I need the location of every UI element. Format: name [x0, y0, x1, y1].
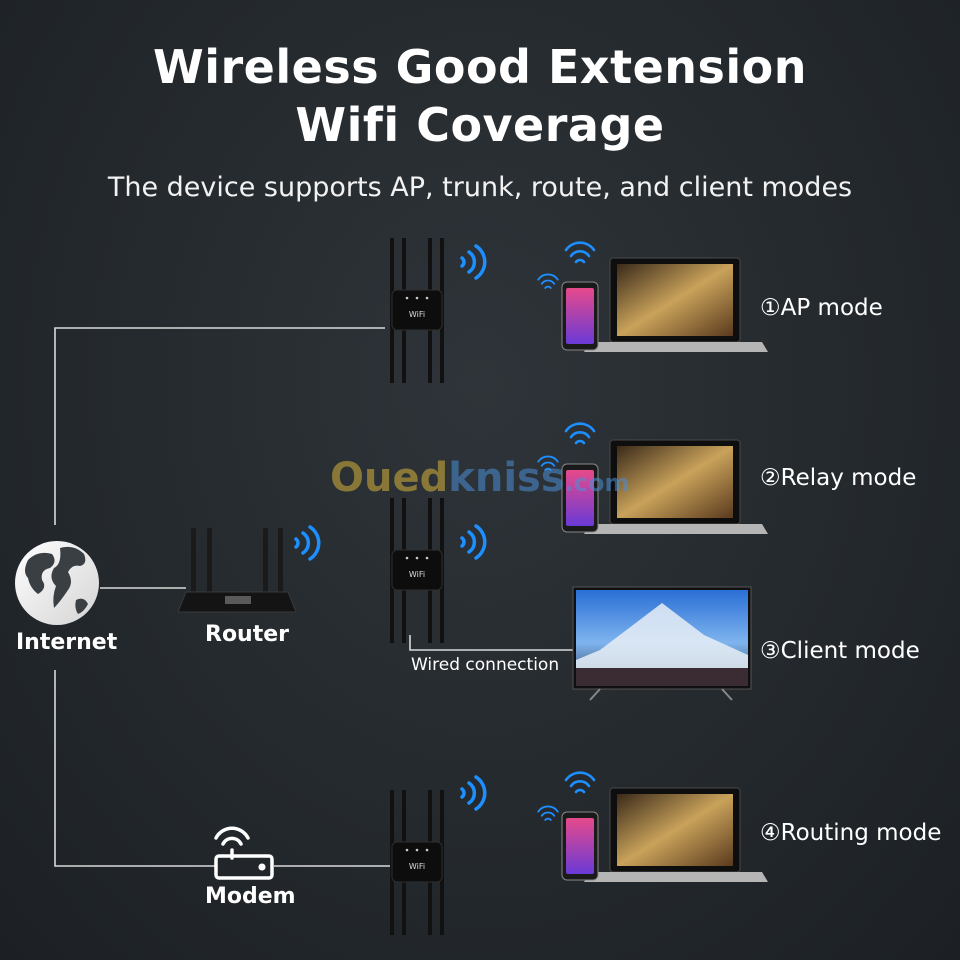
wifi-signal-icon — [564, 422, 596, 445]
watermark-part-1: Oued — [330, 455, 449, 501]
title-line-2: Wifi Coverage — [295, 98, 665, 152]
wifi-signal-icon — [537, 455, 559, 471]
wired-connection-label: Wired connection — [411, 655, 560, 675]
wifi-signal-icon — [564, 241, 596, 264]
mode-label-routing: ④Routing mode — [760, 820, 942, 846]
line-internet-to-modem — [54, 670, 216, 867]
wifi-signal-icon — [537, 805, 559, 821]
modem-icon — [214, 826, 274, 880]
svg-text:WiFi: WiFi — [409, 862, 425, 871]
subtitle: The device supports AP, trunk, route, an… — [107, 172, 853, 203]
connection-lines — [54, 327, 575, 867]
wifi-signal-icon — [460, 775, 487, 811]
tv-icon — [572, 586, 752, 701]
globe-icon — [15, 541, 99, 625]
laptop-phone-ap — [561, 257, 768, 352]
extender-relay: WiFi — [390, 498, 444, 643]
modem-label: Modem — [205, 884, 296, 909]
line-wired-to-tv — [409, 635, 575, 651]
watermark: Ouedkniss.com — [330, 455, 630, 501]
wifi-signal-icon — [460, 524, 487, 560]
laptop-phone-routing — [561, 787, 768, 882]
svg-text:WiFi: WiFi — [409, 570, 425, 579]
watermark-part-3: .com — [564, 469, 630, 497]
wifi-signal-icon — [564, 771, 596, 794]
laptop-phone-relay — [561, 439, 768, 534]
internet-label: Internet — [16, 630, 118, 655]
wifi-signal-icon — [294, 525, 321, 561]
title-line-1: Wireless Good Extension — [152, 40, 808, 94]
mode-label-client: ③Client mode — [760, 638, 920, 664]
svg-text:WiFi: WiFi — [409, 310, 425, 319]
wifi-signal-icon — [460, 244, 487, 280]
extender-routing: WiFi — [390, 790, 444, 935]
router-icon — [177, 528, 297, 613]
line-internet-to-ap — [54, 327, 385, 525]
watermark-part-2: kniss — [448, 455, 565, 501]
router-label: Router — [205, 622, 290, 647]
extender-ap: WiFi — [390, 238, 444, 383]
wifi-signal-icon — [537, 273, 559, 289]
mode-label-relay: ②Relay mode — [760, 465, 917, 491]
mode-label-ap: ①AP mode — [760, 295, 883, 321]
